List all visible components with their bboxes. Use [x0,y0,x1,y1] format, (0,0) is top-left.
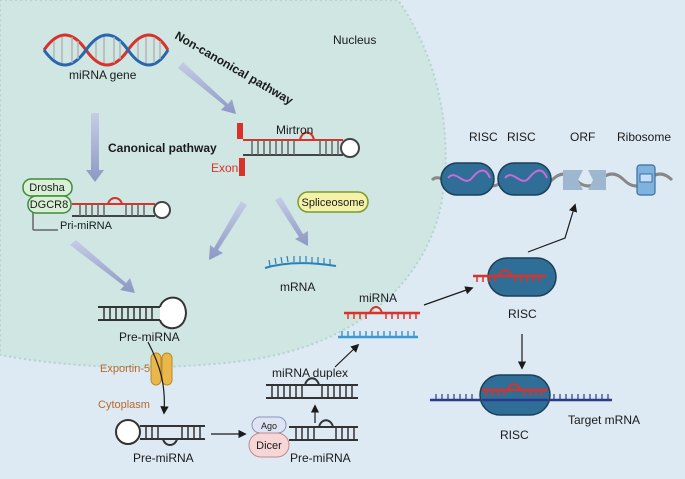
dicer-badge [248,432,290,458]
exportin-label: Exportin-5 [100,363,150,375]
ribosome-icon [636,164,656,196]
risc-2-icon [497,162,552,196]
arrow-risc-to-orf [527,203,578,253]
orf-label: ORF [570,130,595,144]
pri-mirna-label: Pri-miRNA [60,220,113,232]
arrow-pri-to-pre [70,240,135,293]
arrow-export [147,341,169,415]
exon-label: Exon [211,161,238,175]
arrow-mirtron-to-mrna [275,197,308,246]
pre-mirna-dicer-label: Pre-miRNA [290,451,351,465]
ribosome-label: Ribosome [617,130,671,144]
risc-bottom-icon [479,374,551,416]
translation-repression-row [430,162,674,196]
drosha-complex: Drosha DGCR8 [22,178,171,231]
mrna-label: mRNA [280,280,315,294]
mirtron-hairpin [237,123,360,176]
mirna-strands [338,306,420,339]
canonical-pathway-label: Canonical pathway [108,141,217,155]
risc-1-icon [440,162,495,196]
pre-mirna-cytoplasm-hairpin [115,419,205,446]
pre-mirna-nucleus-label: Pre-miRNA [119,330,180,344]
exportin-5-icon [150,352,173,386]
dna-helix-icon [42,33,170,67]
spliceosome-label: Spliceosome [302,197,365,209]
risc-center-label: RISC [508,307,537,321]
mirna-label: miRNA [359,291,397,305]
arrow-mirtron-to-pre [209,201,247,260]
dgcr8-badge [27,195,72,214]
pathway-arrows [70,62,308,293]
arrow-gene-to-mirtron [178,62,236,114]
pre-mirna-nucleus-hairpin [98,296,188,330]
risc-1-label: RISC [469,130,498,144]
drosha-label: Drosha [29,182,65,194]
mirna-duplex-label: miRNA duplex [272,366,348,380]
orf-icon [563,170,606,190]
mirtron-label: Mirtron [276,123,313,137]
risc-bottom-label: RISC [500,428,529,442]
exon-bottom-icon [239,158,245,176]
arrow-gene-to-drosha [86,113,104,182]
mrna-strand [264,255,337,269]
risc-2-label: RISC [507,130,536,144]
arrow-to-mirna [334,343,360,368]
cytoplasm-label: Cytoplasm [98,399,150,411]
exon-top-icon [237,123,243,139]
risc-center-complex [473,257,557,297]
arrow-mirna-to-risc [423,286,474,306]
mirna-gene-label: miRNA gene [69,68,137,82]
pre-mirna-cytoplasm-label: Pre-miRNA [133,451,194,465]
dicer-label: Dicer [256,440,282,452]
mirna-duplex-icon [266,377,358,399]
target-mrna-label: Target mRNA [568,413,640,427]
nucleus-label: Nucleus [333,33,376,47]
spliceosome-badge [297,191,369,213]
ago-dicer-complex: Ago Dicer [248,416,358,458]
target-mrna-complex [430,374,612,416]
ago-label: Ago [261,421,277,431]
dgcr8-label: DGCR8 [30,199,69,211]
